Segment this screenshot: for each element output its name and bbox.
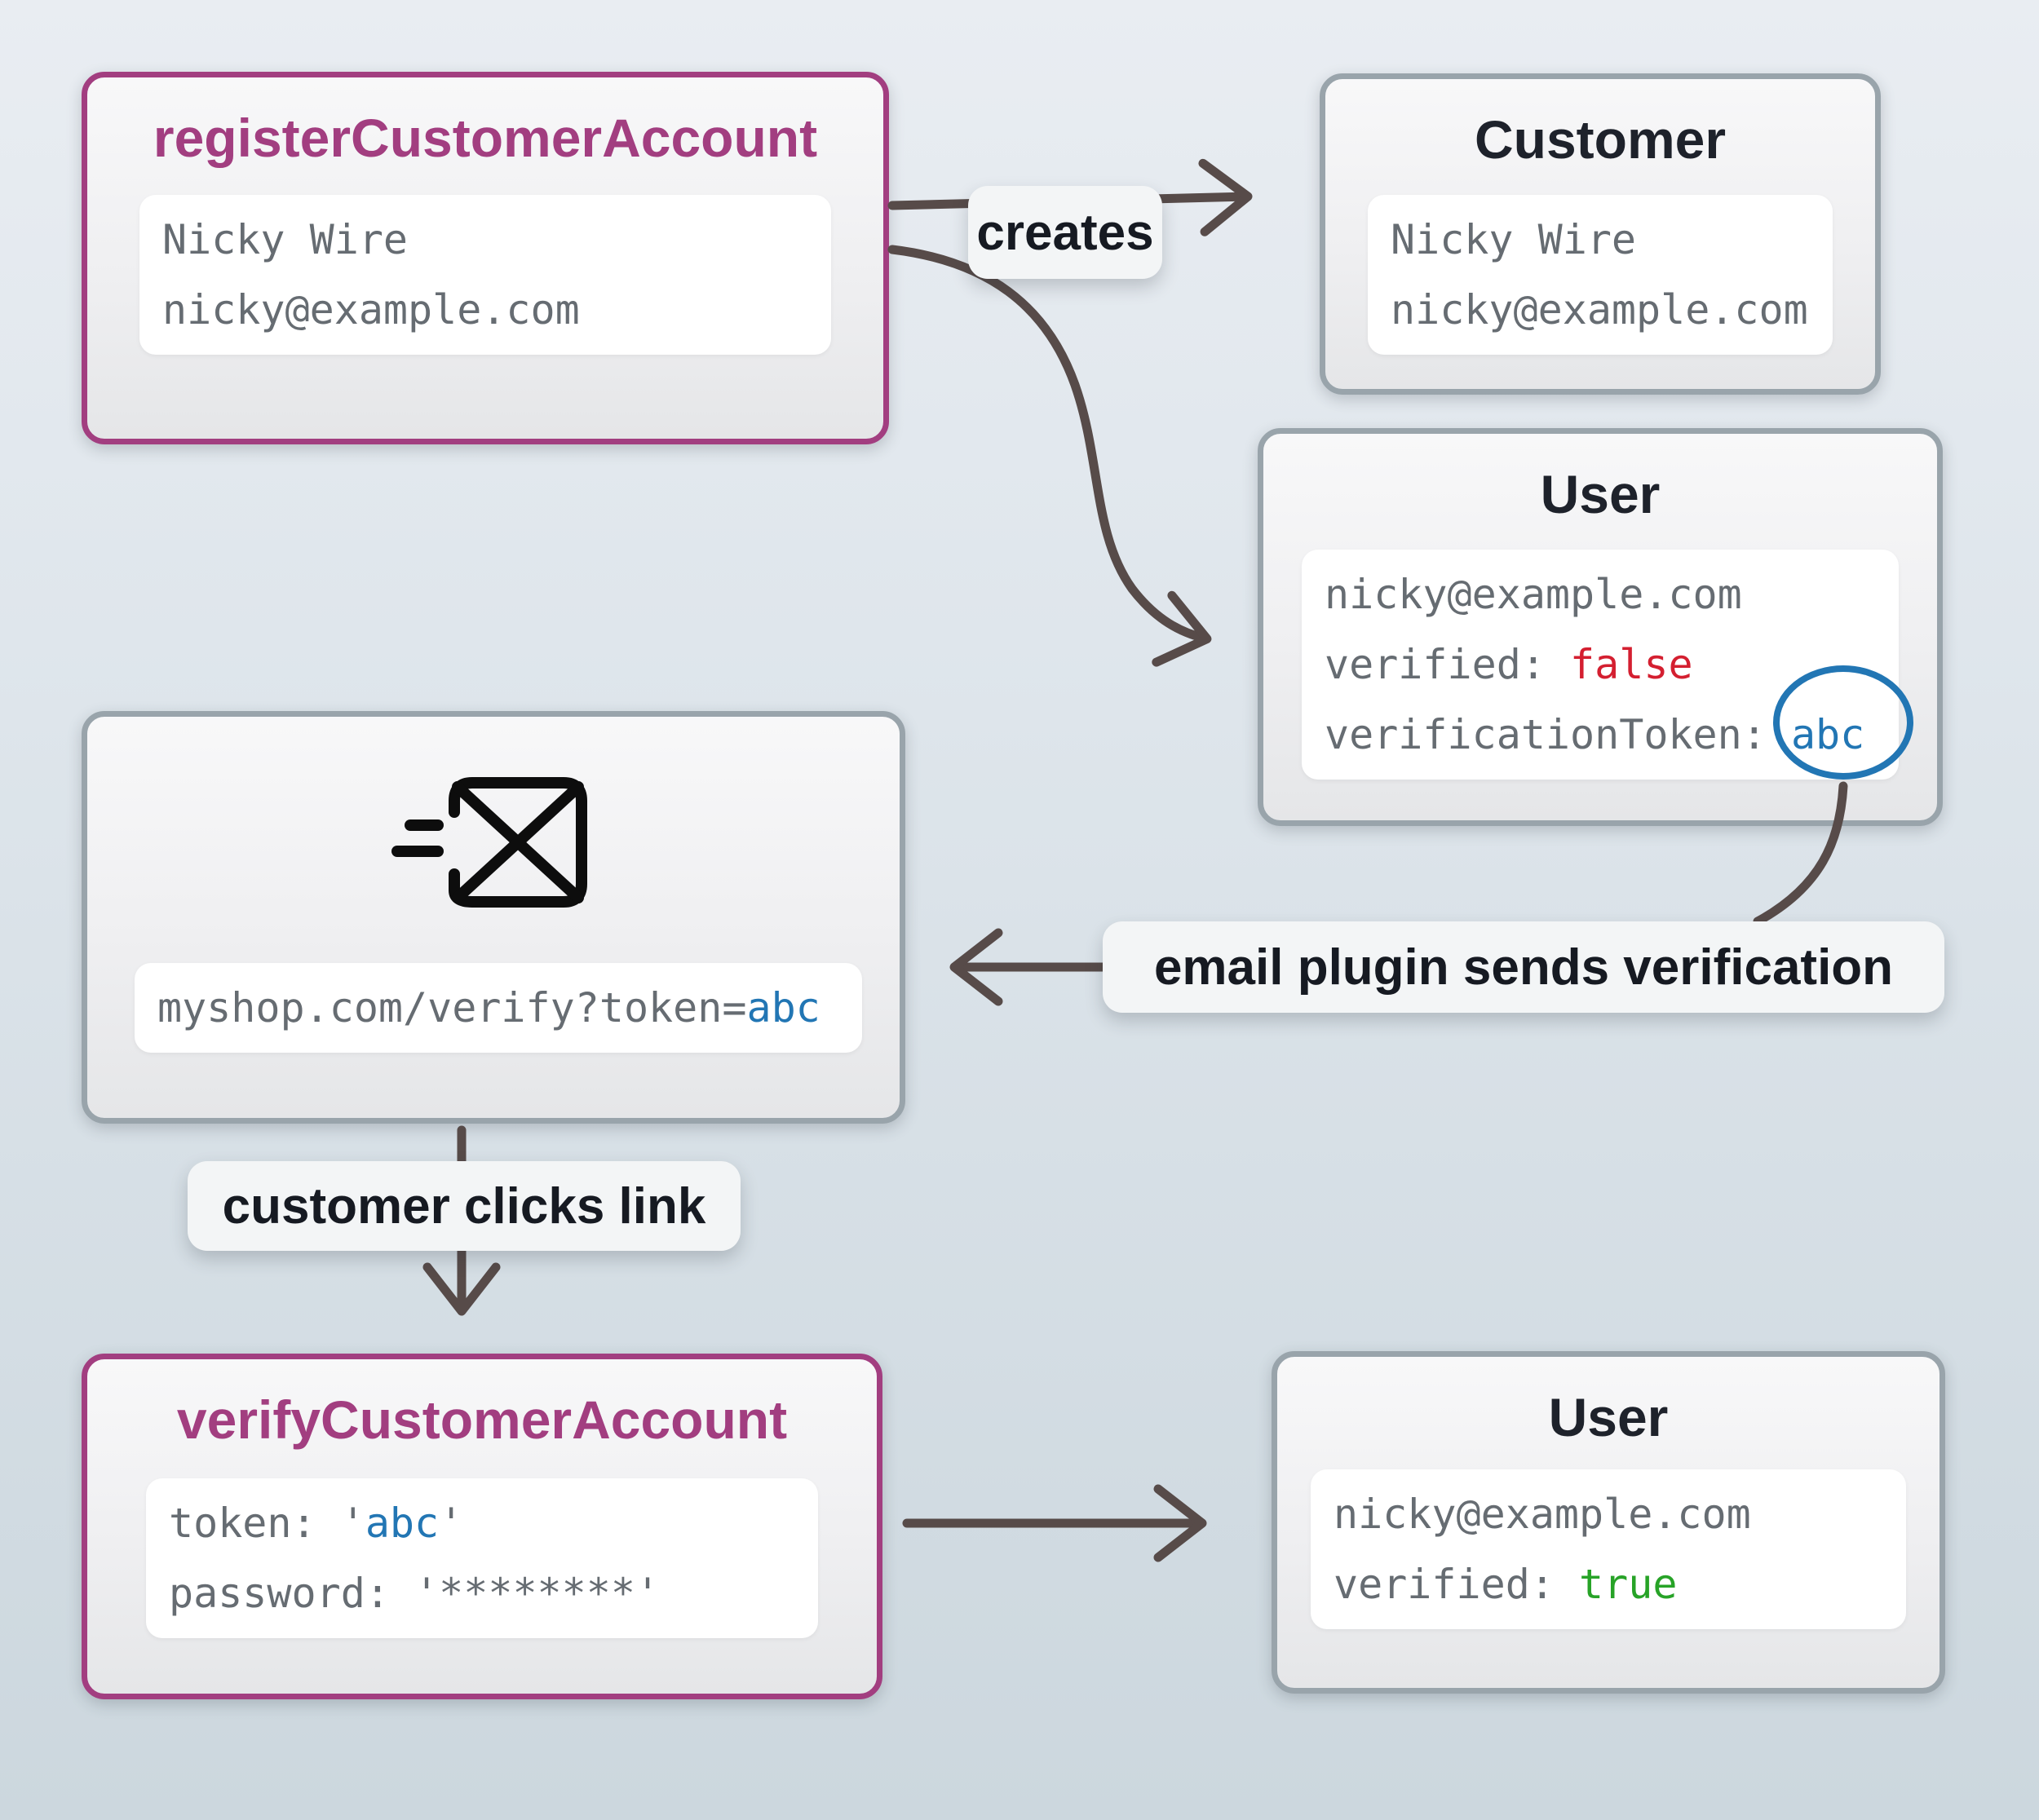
verified-true-value: true xyxy=(1579,1561,1678,1608)
customer-clicks-label: customer clicks link xyxy=(188,1161,741,1251)
customer-name-text: Nicky Wire xyxy=(1391,216,1637,263)
verify-password-line: password: '********' xyxy=(169,1558,795,1628)
verification-link: myshop.com/verify?token=abc xyxy=(135,963,862,1053)
user-email-text: nicky@example.com xyxy=(1334,1491,1751,1538)
user-unverified-title: User xyxy=(1540,464,1661,524)
verification-url-line: myshop.com/verify?token=abc xyxy=(157,973,839,1043)
quote-open: ' xyxy=(340,1500,365,1547)
user-verified-line: verified: true xyxy=(1334,1549,1883,1619)
customer-name-text: Nicky Wire xyxy=(162,216,409,263)
node-user-verified: User nicky@example.com verified: true xyxy=(1272,1351,1945,1694)
verified-key-text: verified: xyxy=(1325,641,1571,688)
node-customer: Customer Nicky Wire nicky@example.com xyxy=(1320,73,1881,395)
register-email-line: nicky@example.com xyxy=(162,275,808,345)
url-prefix-text: myshop.com/verify?token= xyxy=(157,984,747,1031)
node-verify-customer-account: verifyCustomerAccount token: 'abc' passw… xyxy=(82,1354,882,1699)
token-key-text: verificationToken: xyxy=(1325,711,1791,758)
url-token-text: abc xyxy=(746,984,820,1031)
token-value-text: abc xyxy=(1790,711,1865,758)
verified-key-text: verified: xyxy=(1334,1561,1580,1608)
password-key-text: password: xyxy=(169,1570,415,1617)
mail-send-icon xyxy=(387,772,591,912)
verify-payload: token: 'abc' password: '********' xyxy=(146,1478,818,1638)
user-verified-line: verified: false xyxy=(1325,629,1876,700)
customer-payload: Nicky Wire nicky@example.com xyxy=(1368,195,1833,355)
customer-email-line: nicky@example.com xyxy=(1391,275,1810,345)
verify-token-line: token: 'abc' xyxy=(169,1488,795,1558)
user-email-line: nicky@example.com xyxy=(1334,1479,1883,1549)
user-verified-title: User xyxy=(1548,1387,1669,1447)
register-to-user-arrow xyxy=(887,245,1212,667)
user-unverified-payload: nicky@example.com verified: false verifi… xyxy=(1302,550,1899,780)
node-register-customer-account: registerCustomerAccount Nicky Wire nicky… xyxy=(82,72,889,444)
register-payload: Nicky Wire nicky@example.com xyxy=(139,195,831,355)
user-email-text: nicky@example.com xyxy=(1325,571,1742,618)
user-verified-payload: nicky@example.com verified: true xyxy=(1311,1469,1906,1629)
token-value-text: abc xyxy=(365,1500,440,1547)
customer-email-text: nicky@example.com xyxy=(1391,286,1808,334)
customer-name-line: Nicky Wire xyxy=(1391,205,1810,275)
password-value-text: '********' xyxy=(414,1570,661,1617)
register-name-line: Nicky Wire xyxy=(162,205,808,275)
user-token-line: verificationToken: abc xyxy=(1325,700,1876,770)
node-user-unverified: User nicky@example.com verified: false v… xyxy=(1258,428,1943,826)
register-title: registerCustomerAccount xyxy=(153,108,818,168)
verified-false-value: false xyxy=(1570,641,1693,688)
token-key-text: token: xyxy=(169,1500,341,1547)
quote-close: ' xyxy=(439,1500,464,1547)
customer-title: Customer xyxy=(1474,109,1727,170)
node-verification-email: myshop.com/verify?token=abc xyxy=(82,711,905,1124)
user-email-line: nicky@example.com xyxy=(1325,559,1876,629)
creates-label: creates xyxy=(968,186,1162,279)
customer-email-text: nicky@example.com xyxy=(162,286,580,334)
verify-title: verifyCustomerAccount xyxy=(176,1389,788,1450)
email-plugin-label: email plugin sends verification xyxy=(1103,921,1944,1013)
